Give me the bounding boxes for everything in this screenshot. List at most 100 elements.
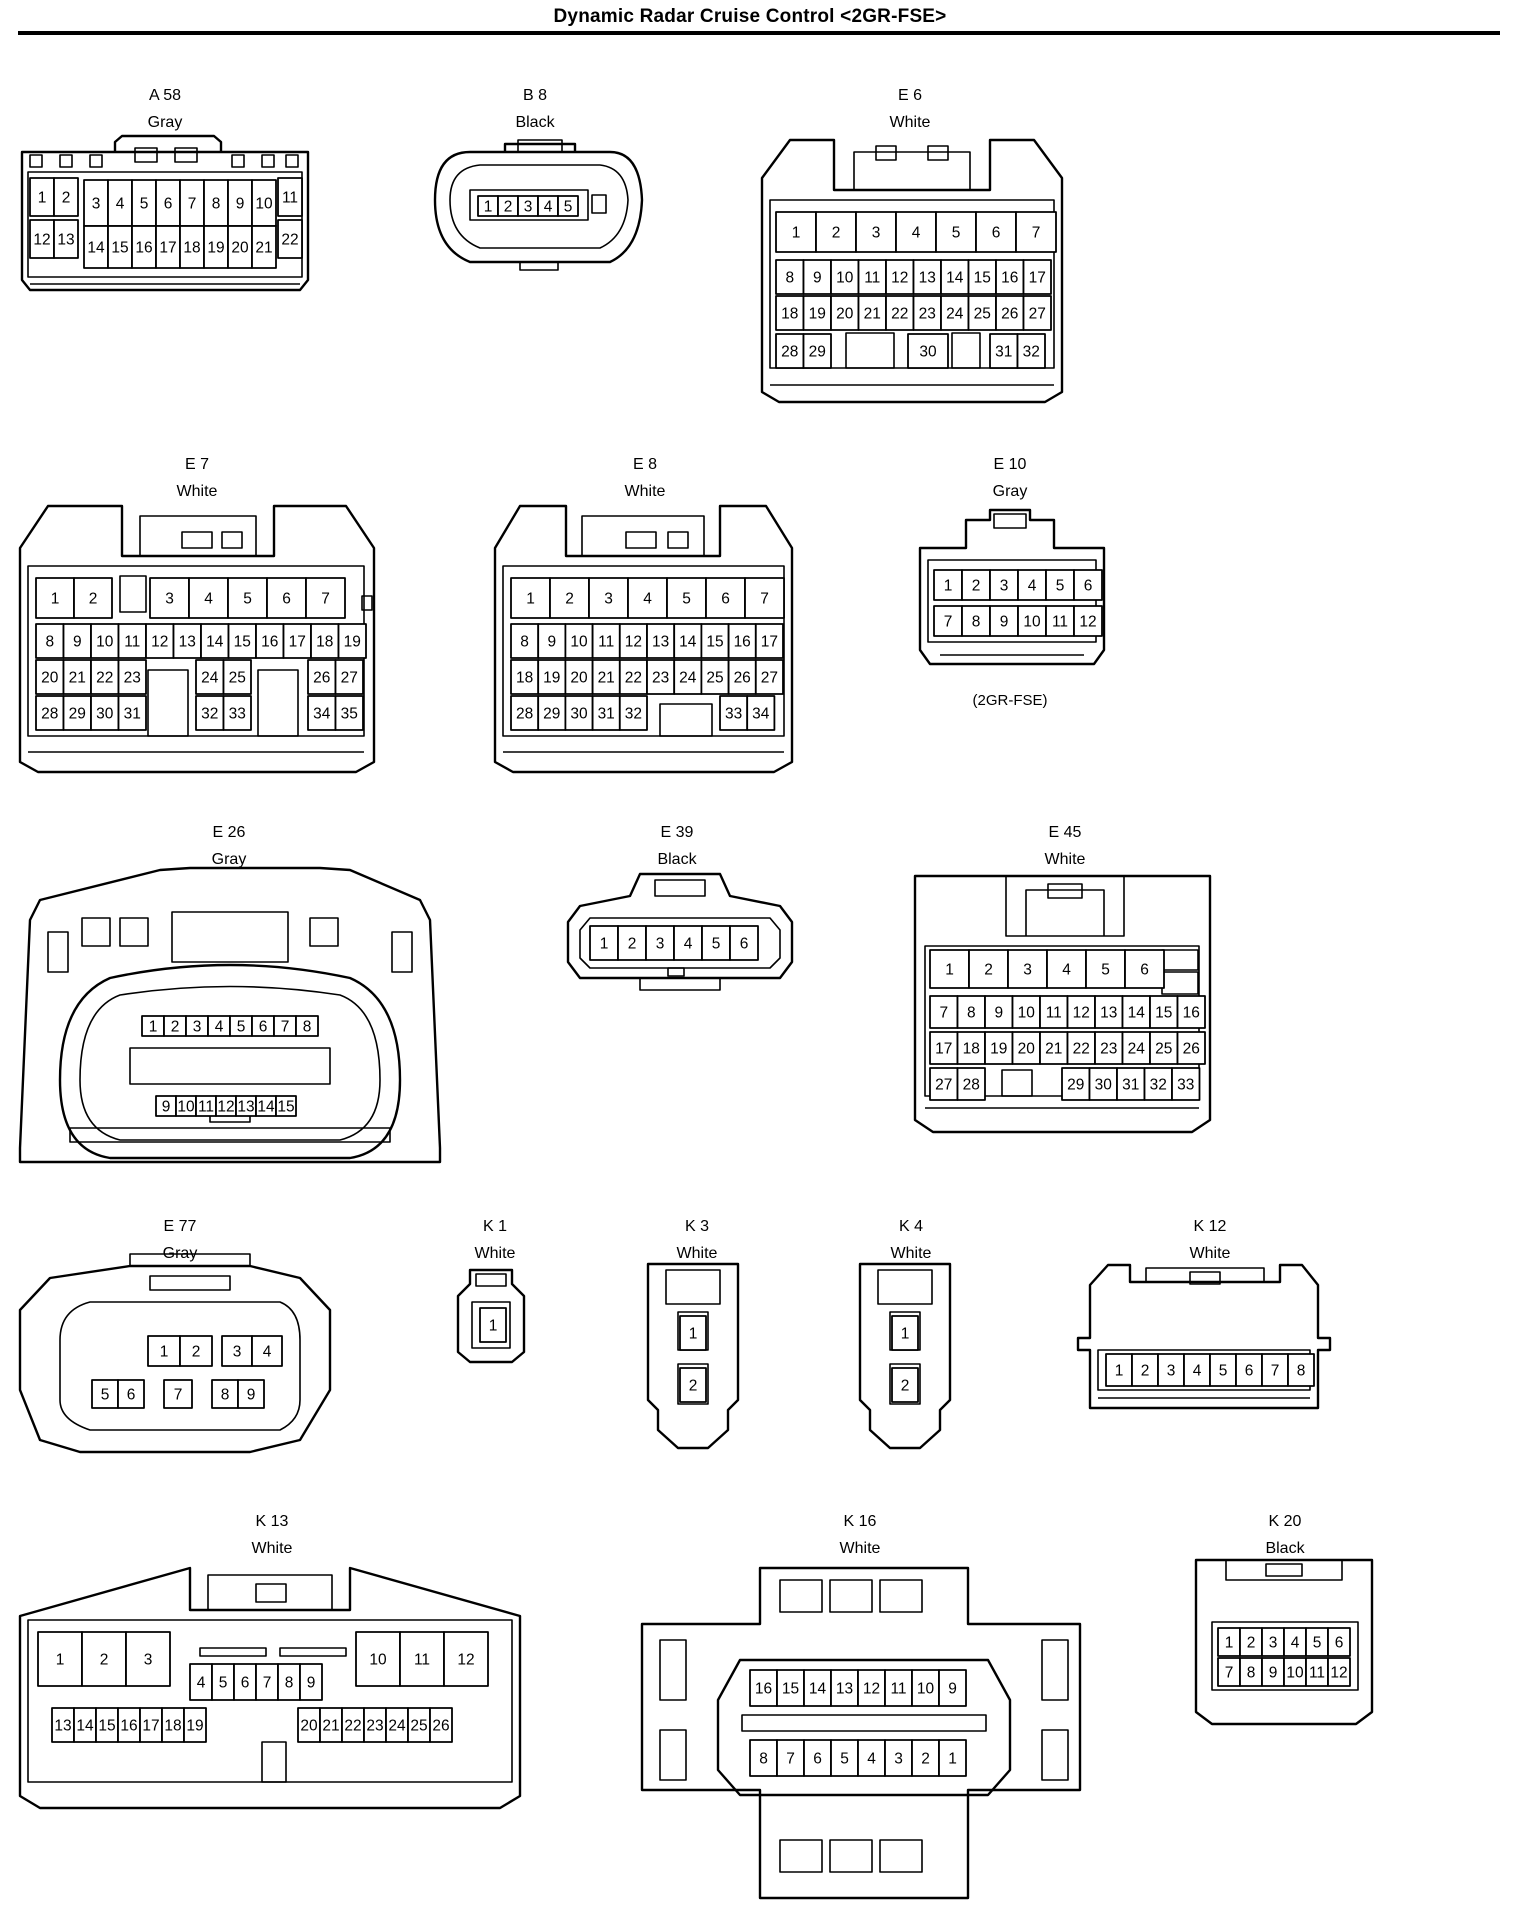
svg-text:8: 8	[759, 1751, 768, 1768]
svg-text:2: 2	[689, 1378, 698, 1395]
svg-text:9: 9	[1269, 1665, 1278, 1682]
pin: 1	[891, 1315, 919, 1351]
pin: 11	[1045, 605, 1075, 637]
pin: 8	[295, 1015, 319, 1037]
pin: 18	[775, 295, 805, 331]
svg-text:5: 5	[140, 196, 149, 213]
svg-text:16: 16	[734, 634, 751, 651]
pin: 3	[1157, 1353, 1185, 1387]
svg-text:2: 2	[504, 199, 513, 216]
pin: 14	[940, 259, 970, 295]
svg-text:6: 6	[127, 1387, 136, 1404]
svg-text:2: 2	[565, 591, 574, 608]
svg-text:1: 1	[489, 1318, 498, 1335]
svg-text:31: 31	[995, 344, 1012, 361]
svg-text:12: 12	[33, 232, 50, 249]
svg-text:13: 13	[1100, 1005, 1117, 1022]
svg-text:7: 7	[174, 1387, 183, 1404]
svg-text:31: 31	[1122, 1077, 1139, 1094]
pin: 17	[1022, 259, 1052, 295]
svg-text:9: 9	[73, 634, 82, 651]
pin: 13	[235, 1095, 257, 1117]
pin: 12	[618, 623, 648, 659]
pin: 2	[163, 1015, 187, 1037]
pin: 29	[537, 695, 567, 731]
pin: 12	[857, 1669, 886, 1707]
pin: 14	[673, 623, 703, 659]
pin: 5	[1305, 1627, 1329, 1657]
pin: 32	[195, 695, 225, 731]
pin: 23	[912, 295, 942, 331]
svg-text:9: 9	[994, 1005, 1003, 1022]
svg-text:10: 10	[1286, 1665, 1304, 1682]
pin: 18	[161, 1707, 185, 1743]
svg-text:21: 21	[1045, 1041, 1062, 1058]
svg-text:23: 23	[919, 306, 936, 323]
svg-text:23: 23	[124, 670, 141, 687]
pin: 31	[1116, 1067, 1146, 1101]
svg-text:9: 9	[236, 196, 245, 213]
svg-text:17: 17	[142, 1718, 159, 1735]
svg-text:3: 3	[604, 591, 613, 608]
pin: 12	[1073, 605, 1103, 637]
svg-text:10: 10	[1018, 1005, 1036, 1022]
svg-text:5: 5	[1313, 1635, 1322, 1652]
pin: 13	[1094, 995, 1124, 1029]
pin: 14	[200, 623, 230, 659]
svg-text:18: 18	[516, 670, 533, 687]
svg-text:2: 2	[921, 1751, 930, 1768]
svg-text:6: 6	[1335, 1635, 1344, 1652]
svg-text:17: 17	[159, 240, 176, 257]
pin: 10	[90, 623, 120, 659]
pin: 27	[1022, 295, 1052, 331]
pin: 4	[188, 577, 229, 619]
pin: 10	[830, 259, 860, 295]
connector-e7	[18, 504, 376, 774]
svg-text:21: 21	[864, 306, 881, 323]
svg-text:27: 27	[761, 670, 778, 687]
svg-text:1: 1	[944, 578, 953, 595]
svg-text:2: 2	[628, 936, 637, 953]
svg-text:1: 1	[901, 1326, 910, 1343]
pin: 7	[1217, 1657, 1241, 1687]
pin: 3	[884, 1739, 913, 1777]
svg-text:12: 12	[151, 634, 168, 651]
pin: 18	[510, 659, 540, 695]
connector-k20	[1194, 1558, 1374, 1726]
pin: 10	[175, 1095, 197, 1117]
svg-text:16: 16	[120, 1718, 137, 1735]
pin: 32	[1143, 1067, 1173, 1101]
pin: 4	[673, 925, 703, 961]
pin: 11	[1305, 1657, 1329, 1687]
pin: 16	[749, 1669, 778, 1707]
svg-text:33: 33	[1177, 1077, 1194, 1094]
connector-id: E 6	[897, 87, 922, 104]
pin: 23	[1094, 1031, 1124, 1065]
connector-id: E 26	[212, 824, 246, 841]
pin: 21	[857, 295, 887, 331]
pin: 1	[477, 195, 499, 217]
svg-text:33: 33	[725, 706, 742, 723]
svg-text:3: 3	[1269, 1635, 1278, 1652]
pin: 6	[1073, 569, 1103, 601]
svg-text:4: 4	[116, 196, 125, 213]
connector-color: White	[676, 1245, 718, 1262]
connector-color: White	[251, 1540, 293, 1557]
svg-text:1: 1	[600, 936, 609, 953]
pin: 2	[549, 577, 590, 619]
svg-text:9: 9	[813, 270, 822, 287]
svg-text:12: 12	[1073, 1005, 1090, 1022]
svg-text:20: 20	[570, 670, 588, 687]
svg-text:20: 20	[836, 306, 854, 323]
pin: 4	[189, 1663, 213, 1701]
pin: 30	[907, 333, 949, 369]
pin: 22	[618, 659, 648, 695]
svg-text:17: 17	[935, 1041, 952, 1058]
connector-color: White	[176, 483, 218, 500]
pin: 14	[1121, 995, 1151, 1029]
svg-text:12: 12	[625, 634, 642, 651]
pin: 4	[857, 1739, 886, 1777]
svg-text:8: 8	[1297, 1363, 1306, 1380]
svg-text:31: 31	[598, 706, 615, 723]
